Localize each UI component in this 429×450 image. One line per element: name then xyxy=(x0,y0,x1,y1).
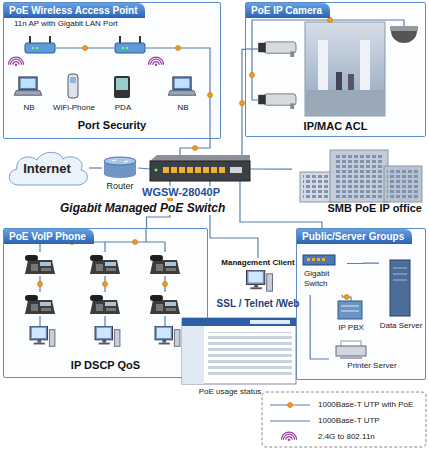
office-building xyxy=(384,166,422,202)
node-label: Printer Server xyxy=(337,361,407,371)
management-pc xyxy=(247,270,273,291)
node-label: Management Client xyxy=(206,258,310,267)
device-node: WiFi-Phone xyxy=(49,73,99,117)
legend-samples xyxy=(281,432,296,441)
node-label: IP PBX xyxy=(327,323,375,333)
office-building xyxy=(303,175,337,200)
poe-dot xyxy=(240,101,245,106)
poe-dot xyxy=(193,146,198,151)
node-label: SMB PoE IP office xyxy=(292,202,422,214)
switch-icon xyxy=(203,167,209,173)
node-label: IP/MAC ACL xyxy=(246,120,425,132)
legend-text: 1000Base-T UTP with PoE xyxy=(318,400,413,410)
device-node: NB xyxy=(161,73,205,117)
device-node: Gigabit Switch xyxy=(301,253,347,295)
device-node: NB xyxy=(11,73,47,117)
node-label: NB xyxy=(161,103,205,113)
office-building xyxy=(300,150,422,202)
legend-samples xyxy=(262,392,426,447)
node-label: PoE usage status xyxy=(180,387,280,397)
office-building xyxy=(330,150,388,202)
legend-text: 1000Base-T UTP xyxy=(318,416,380,426)
node-label: PDA xyxy=(105,103,141,113)
node-label: WGSW-28040P xyxy=(140,186,222,198)
group-box: PoE VoIP Phone IP DSCP QoS xyxy=(3,228,208,378)
management-pc xyxy=(247,270,273,291)
switch-icon xyxy=(187,167,193,173)
legend-samples xyxy=(270,404,310,405)
legend-samples xyxy=(288,403,293,408)
device-node: IP PBX xyxy=(331,301,371,335)
office-building xyxy=(387,169,419,200)
network-cable xyxy=(138,168,150,169)
device-node: Printer Server xyxy=(329,343,409,375)
device-node: SMB PoE IP office xyxy=(292,146,424,216)
router-icon xyxy=(104,157,136,178)
node-label: Port Security xyxy=(4,119,220,131)
legend-text: 2.4G to 802.11n xyxy=(318,432,375,442)
node-label: Gigabit Managed PoE Switch xyxy=(58,201,227,215)
node-label: Gigabit Switch xyxy=(304,269,347,289)
device-node: Router xyxy=(102,157,138,179)
legend-samples xyxy=(270,420,310,421)
web-screenshot xyxy=(250,320,290,324)
legend-samples xyxy=(262,392,426,447)
router-icon xyxy=(112,160,128,162)
group-box: Public/Server GroupsGigabit Switch IP PBX… xyxy=(296,228,426,380)
group-heading: PoE VoIP Phone xyxy=(4,229,94,244)
office-building xyxy=(300,172,340,202)
device-node: WGSW-28040PGigabit Managed PoE Switch xyxy=(150,157,250,181)
router-icon xyxy=(104,161,136,174)
web-screenshot xyxy=(208,332,292,378)
switch-icon xyxy=(179,167,185,173)
switch-icon xyxy=(155,169,158,172)
switch-icon xyxy=(171,167,177,173)
router-icon xyxy=(104,157,136,165)
node-label: NB xyxy=(11,103,47,113)
switch-icon xyxy=(150,155,250,181)
switch-icon xyxy=(195,167,201,173)
router-icon xyxy=(104,170,136,178)
office-building xyxy=(334,154,384,200)
node-label: Data Server xyxy=(375,321,427,331)
group-heading: PoE IP Camera xyxy=(246,3,330,18)
node-label: IP DSCP QoS xyxy=(4,359,207,371)
switch-icon xyxy=(230,167,242,173)
group-box: PoE IP CameraIP/MAC ACL xyxy=(245,2,426,137)
group-heading: PoE Wireless Access Point xyxy=(4,3,145,18)
switch-icon xyxy=(219,167,225,173)
switch-icon xyxy=(163,167,169,173)
cloud-node: Internet xyxy=(5,148,89,188)
node-label: WiFi-Phone xyxy=(49,103,99,113)
device-node: PDA xyxy=(105,73,141,117)
network-cable xyxy=(89,167,102,168)
node-label: Router xyxy=(98,181,142,191)
device-node: Data Server xyxy=(379,257,423,335)
network-cable xyxy=(240,181,322,228)
switch-icon xyxy=(150,155,250,161)
switch-icon xyxy=(150,161,250,181)
group-heading: Public/Server Groups xyxy=(297,229,412,244)
note-label: 11n AP with Gigabit LAN Port xyxy=(14,19,118,28)
node-label: SSL / Telnet /Web xyxy=(202,298,314,309)
node-label: Internet xyxy=(5,161,89,176)
switch-icon xyxy=(211,167,217,173)
network-cable xyxy=(180,139,210,157)
network-cable xyxy=(250,168,292,169)
device-node: Management ClientSSL / Telnet /WebPoE us… xyxy=(216,258,300,316)
